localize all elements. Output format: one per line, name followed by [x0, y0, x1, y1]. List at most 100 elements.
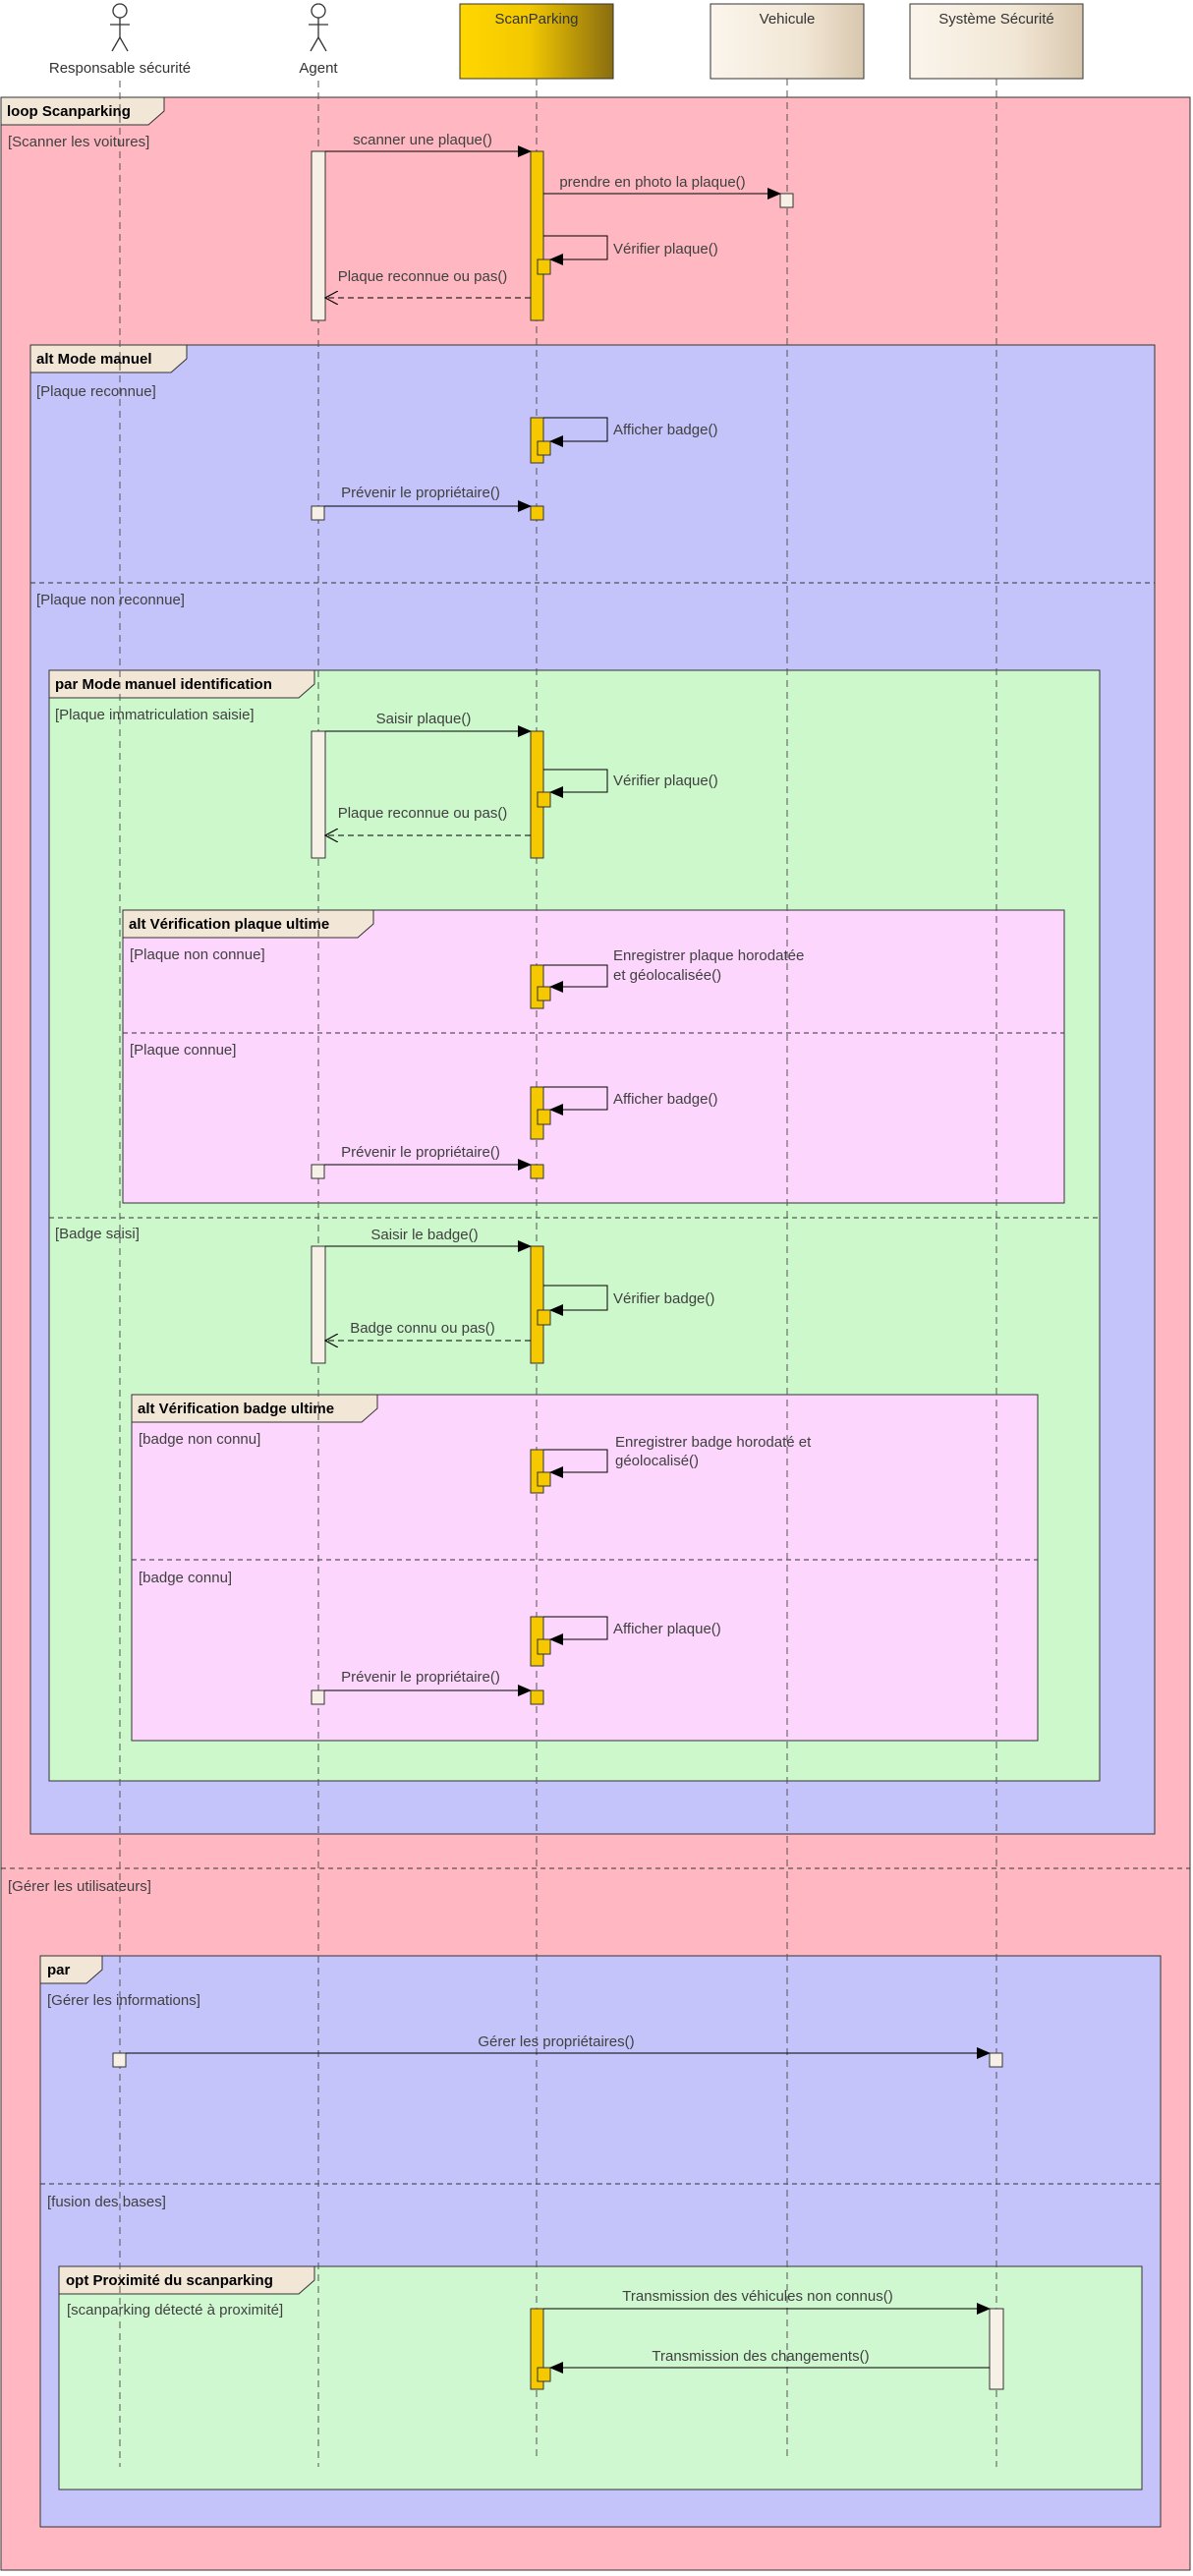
self-message-arrow — [543, 769, 608, 798]
lifeline-header-scanparking: ScanParking — [459, 3, 614, 80]
activation-vehicule-small — [779, 193, 794, 208]
activation-scanparking-self — [537, 1309, 551, 1326]
operand-dividers — [1, 582, 1190, 2185]
alt-mode-manuel-tab: alt Mode manuel — [29, 344, 188, 373]
activation-agent-small — [311, 1689, 325, 1705]
message-arrows — [126, 145, 991, 2374]
activation-scanparking-self — [537, 2367, 551, 2382]
actor-icon — [309, 3, 328, 52]
activation-scanparking-small — [530, 1689, 544, 1705]
lifeline-label: Agent — [299, 60, 338, 77]
lifeline-header-vehicule: Vehicule — [710, 3, 865, 80]
activation-agent — [311, 730, 326, 859]
frame-title: par Mode manuel identification — [55, 676, 272, 693]
activation-scanparking — [530, 1245, 544, 1364]
message-label: et géolocalisée() — [613, 967, 721, 984]
guard-label: [Gérer les informations] — [47, 1992, 200, 2009]
guard-label: [fusion des bases] — [47, 2194, 166, 2210]
frame-title: alt Vérification plaque ultime — [129, 916, 329, 933]
message-label: Transmission des changements() — [652, 2348, 869, 2365]
activation-agent-small — [311, 505, 325, 521]
guard-label: [Plaque non connue] — [130, 946, 265, 963]
guard-label: [Plaque non reconnue] — [36, 592, 185, 608]
lifeline-label: Système Sécurité — [938, 11, 1054, 28]
guard-label: [Plaque reconnue] — [36, 383, 156, 400]
message-label: Saisir le badge() — [370, 1227, 478, 1243]
message-label: Enregistrer plaque horodatée — [613, 947, 804, 964]
self-message-arrow — [543, 417, 608, 447]
message-label: Afficher plaque() — [613, 1621, 721, 1637]
alt-plaque-tab: alt Vérification plaque ultime — [122, 909, 374, 939]
self-message-arrow — [543, 964, 608, 993]
lifeline-box — [909, 3, 1084, 80]
message-label: Plaque reconnue ou pas() — [338, 805, 508, 822]
guard-label: [Plaque connue] — [130, 1042, 236, 1059]
frame-title: alt Vérification badge ultime — [138, 1401, 334, 1417]
message-label: Prévenir le propriétaire() — [341, 485, 500, 501]
activation-agent — [311, 1245, 326, 1364]
message-label: géolocalisé() — [615, 1453, 699, 1469]
activation-systeme-small — [989, 2052, 1003, 2068]
lifeline-label: Responsable sécurité — [49, 60, 191, 77]
message-label: Afficher badge() — [613, 1091, 717, 1108]
alt-badge-tab: alt Vérification badge ultime — [131, 1394, 378, 1423]
par-users-tab: par — [39, 1955, 103, 1984]
message-label: scanner une plaque() — [353, 132, 492, 148]
opt-frame — [58, 2265, 1143, 2490]
activation-scanparking-self — [537, 791, 551, 808]
actor-icon — [110, 3, 130, 52]
activation-scanparking-self — [537, 986, 551, 1002]
message-label: Enregistrer badge horodaté et — [615, 1434, 812, 1451]
activation-scanparking-self — [537, 1109, 551, 1125]
guard-label: [Badge saisi] — [55, 1226, 140, 1242]
activation-scanparking — [530, 150, 544, 321]
lifeline-header-responsable: Responsable sécurité — [49, 3, 191, 77]
message-label: Vérifier badge() — [613, 1290, 714, 1307]
self-message-arrow — [543, 1086, 608, 1116]
activation-scanparking — [530, 417, 544, 464]
activation-scanparking-self — [537, 1471, 551, 1487]
message-label: Badge connu ou pas() — [350, 1320, 495, 1337]
activations — [112, 150, 1004, 2390]
lifeline-header-agent: Agent — [299, 3, 338, 77]
frame-tabs: loop Scanparking alt Mode manuel par Mod… — [0, 96, 378, 2295]
guard-label: [scanparking détecté à proximité] — [67, 2302, 283, 2318]
self-message-arrow — [543, 1616, 608, 1645]
message-label: prendre en photo la plaque() — [559, 174, 745, 191]
activation-scanparking-self — [537, 1638, 551, 1655]
lifeline-header-systeme: Système Sécurité — [909, 3, 1084, 80]
message-label: Prévenir le propriétaire() — [341, 1144, 500, 1161]
guard-label: [badge non connu] — [139, 1431, 260, 1448]
loop-tab: loop Scanparking — [0, 96, 165, 126]
activation-systeme — [989, 2308, 1004, 2390]
lifeline-box — [459, 3, 614, 80]
frame-title: loop Scanparking — [7, 103, 131, 120]
activation-responsable-small — [112, 2052, 127, 2068]
frame-title: opt Proximité du scanparking — [66, 2272, 273, 2289]
alt-plaque-frame — [122, 909, 1065, 1204]
frame-title: alt Mode manuel — [36, 351, 152, 368]
guard-label: [Scanner les voitures] — [8, 134, 149, 150]
message-label: Gérer les propriétaires() — [478, 2033, 634, 2050]
message-label: Prévenir le propriétaire() — [341, 1669, 500, 1686]
lifeline-label: ScanParking — [494, 11, 578, 28]
activation-scanparking-small — [530, 505, 544, 521]
activation-scanparking-small — [530, 1164, 544, 1179]
guard-label: [badge connu] — [139, 1570, 232, 1586]
self-message-arrow — [543, 1449, 608, 1478]
message-label: Saisir plaque() — [376, 711, 472, 727]
guard-label: [Gérer les utilisateurs] — [8, 1878, 151, 1895]
message-label: Vérifier plaque() — [613, 773, 718, 789]
self-message-arrow — [543, 235, 608, 265]
opt-tab: opt Proximité du scanparking — [58, 2265, 315, 2295]
lifeline-label: Vehicule — [760, 11, 816, 28]
activation-scanparking-self — [537, 440, 551, 456]
par-identification-tab: par Mode manuel identification — [48, 669, 315, 699]
activation-agent-small — [311, 1164, 325, 1179]
activation-agent — [311, 150, 326, 321]
self-message-arrow — [543, 1285, 608, 1316]
frame-title: par — [47, 1962, 71, 1978]
message-label: Afficher badge() — [613, 422, 717, 438]
message-label: Vérifier plaque() — [613, 241, 718, 258]
